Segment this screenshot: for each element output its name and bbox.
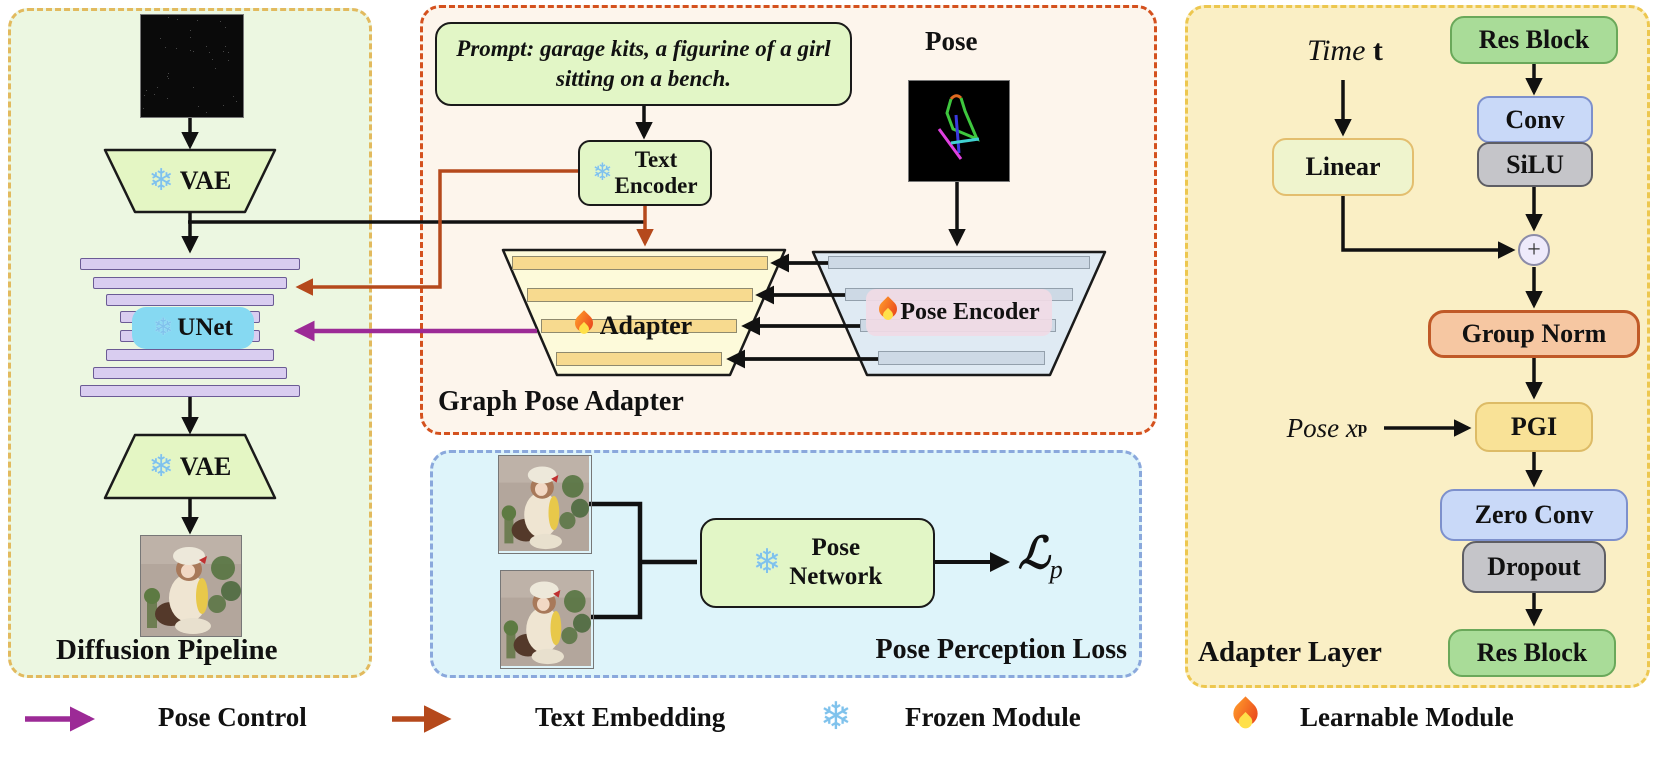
generated-image-sample-2 <box>500 570 594 669</box>
pose-perception-loss-title: Pose Perception Loss <box>875 634 1127 665</box>
legend-pose-control-label: Pose Control <box>158 702 307 732</box>
unet-bar <box>93 277 287 289</box>
adapter-feature-bar <box>556 352 722 366</box>
legend-learnable-module-label: Learnable Module <box>1300 702 1514 732</box>
vae-decoder-label: VAE <box>179 451 232 481</box>
prompt-box: Prompt: garage kits, a figurine of a gir… <box>435 22 852 106</box>
unet-bar <box>80 385 300 397</box>
snowflake-icon: ❄ <box>592 160 613 186</box>
plus-junction: + <box>1518 234 1550 266</box>
res-block-top: Res Block <box>1450 16 1618 64</box>
adapter-block-label: Adapter <box>548 306 718 346</box>
generated-figurine-image <box>140 535 242 637</box>
pose-encoder-block-label: Pose Encoder <box>866 289 1052 336</box>
noise-image <box>140 14 244 118</box>
snowflake-icon: ❄ <box>820 696 852 738</box>
unet-bar <box>106 349 274 361</box>
zero-conv-block: Zero Conv <box>1440 489 1628 541</box>
adapter-layer-title: Adapter Layer <box>1198 636 1382 668</box>
res-block-bottom: Res Block <box>1448 629 1616 677</box>
vae-decoder-trapezoid <box>103 433 277 500</box>
vae-encoder-trapezoid <box>103 148 277 214</box>
fire-icon <box>571 309 597 340</box>
vae-decoder-block: ❄ VAE <box>105 435 275 498</box>
unet-block: ❄ UNet <box>132 307 254 349</box>
vae-encoder-block: ❄ VAE <box>105 150 275 212</box>
unet-bar <box>93 367 287 379</box>
snowflake-icon: ❄ <box>153 315 174 341</box>
noise-texture <box>141 15 241 115</box>
pose-label: Pose <box>925 26 978 56</box>
adapter-feature-bar <box>512 256 768 270</box>
pose-encoder-feature-bar <box>878 351 1045 365</box>
adapter-label: Adapter <box>599 311 693 340</box>
pose-loss-symbol: ℒp <box>1018 529 1063 584</box>
legend-frozen-module-label: Frozen Module <box>905 702 1081 732</box>
diffusion-pipeline-title: Diffusion Pipeline <box>56 634 278 666</box>
pose-encoder-feature-bar <box>828 256 1090 269</box>
arrow-text-embedding-to-unet <box>295 169 578 296</box>
unet-bar <box>80 258 300 270</box>
dropout-block: Dropout <box>1462 541 1606 593</box>
snowflake-icon: ❄ <box>148 449 174 483</box>
snowflake-icon: ❄ <box>752 544 782 581</box>
silu-block: SiLU <box>1477 142 1593 187</box>
unet-label: UNet <box>177 314 233 341</box>
adapter-trapezoid <box>501 248 787 377</box>
snowflake-icon: ❄ <box>148 164 174 197</box>
conv-block: Conv <box>1477 96 1593 143</box>
fire-icon <box>875 296 902 326</box>
prompt-text: Prompt: garage kits, a figurine of a gir… <box>456 36 831 91</box>
adapter-feature-bar <box>527 288 753 302</box>
linear-block: Linear <box>1272 138 1414 196</box>
arrow-linear-to-plus <box>1341 196 1516 259</box>
bracket-images-join <box>589 501 643 620</box>
fire-icon <box>1228 696 1263 743</box>
pgi-block: PGI <box>1475 402 1593 452</box>
unet-bar <box>106 294 274 306</box>
graph-pose-adapter-title: Graph Pose Adapter <box>438 386 684 417</box>
pose-skeleton <box>909 81 1009 181</box>
pose-encoder-label: Pose Encoder <box>900 299 1040 325</box>
group-norm-block: Group Norm <box>1428 310 1640 358</box>
legend-text-embedding-label: Text Embedding <box>535 702 726 732</box>
time-input-label: Time t <box>1307 34 1383 67</box>
vae-encoder-label: VAE <box>179 166 232 195</box>
pose-skeleton-image <box>908 80 1010 182</box>
generated-image-sample-1 <box>498 455 592 554</box>
